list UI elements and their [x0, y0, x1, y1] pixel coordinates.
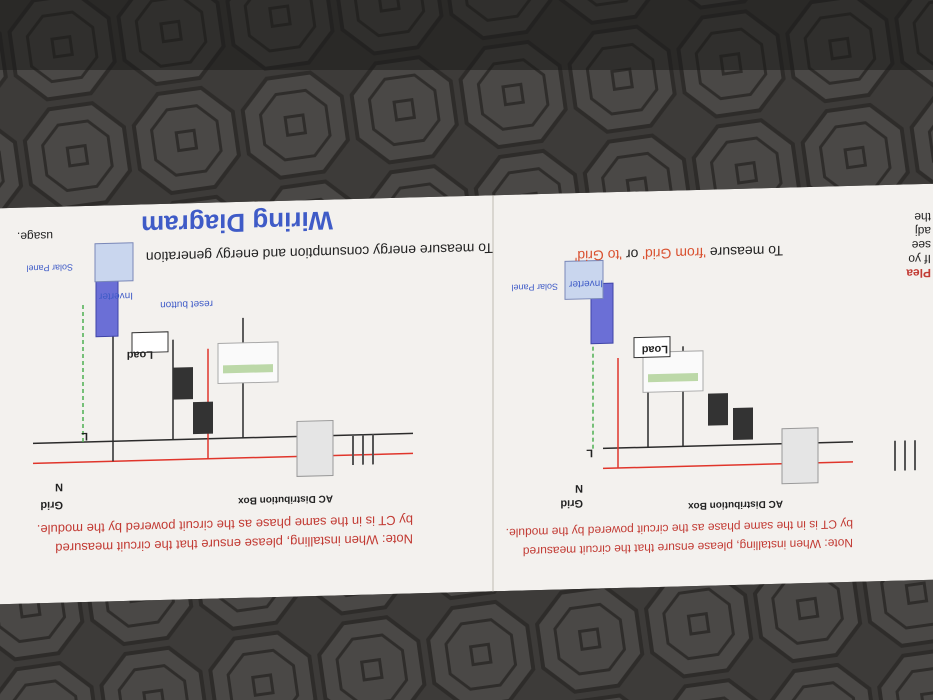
- secondary-l-label: L: [586, 446, 593, 459]
- left-edge-fragment: usage.: [16, 228, 53, 244]
- secondary-n-label: N: [575, 481, 583, 495]
- instruction-leaflet: Wiring Diagram To measure energy consump…: [0, 183, 933, 605]
- secondary-inverter-label: Inverter: [569, 277, 603, 290]
- primary-inverter-label: Inverter: [99, 289, 133, 302]
- secondary-load-label: Load: [641, 342, 668, 356]
- primary-grid-label: Grid: [40, 498, 63, 512]
- secondary-grid-label: Grid: [560, 496, 583, 510]
- primary-solar-panel-label: Solar Panel: [26, 262, 73, 274]
- primary-reset-button-label: reset button: [160, 297, 213, 311]
- primary-l-label: L: [81, 429, 88, 443]
- wiring-diagram-title: Wiring Diagram: [141, 205, 333, 241]
- leaflet-paper: [0, 183, 933, 605]
- secondary-solar-panel-label: Solar Panel: [511, 281, 558, 293]
- right-edge-fragments: Plea If yo see adj the: [906, 209, 931, 281]
- primary-load-label: Load: [126, 348, 153, 361]
- primary-n-label: N: [55, 480, 63, 493]
